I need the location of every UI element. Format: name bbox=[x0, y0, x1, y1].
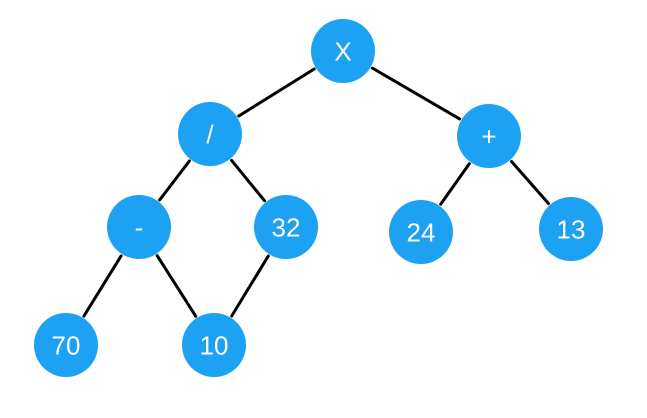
tree-edge-mul-add bbox=[370, 66, 462, 121]
tree-node-div: / bbox=[178, 102, 242, 166]
tree-edge-mul-div bbox=[237, 67, 316, 118]
node-label-sub: - bbox=[135, 212, 144, 242]
tree-edge-add-n13 bbox=[510, 160, 550, 205]
node-label-add: + bbox=[481, 121, 496, 151]
edges-layer bbox=[82, 66, 550, 318]
node-label-n32: 32 bbox=[272, 212, 301, 242]
node-circle-n13 bbox=[539, 197, 603, 261]
node-label-n70: 70 bbox=[52, 330, 81, 360]
nodes-layer: X / + - 32 24 13 70 10 bbox=[34, 19, 603, 377]
tree-node-n70: 70 bbox=[34, 313, 98, 377]
node-circle-n24 bbox=[389, 200, 453, 264]
tree-edge-n32-n10 bbox=[230, 254, 270, 318]
node-circle-sub bbox=[107, 195, 171, 259]
node-label-n10: 10 bbox=[200, 330, 229, 360]
node-label-n24: 24 bbox=[407, 217, 436, 247]
tree-node-n13: 13 bbox=[539, 197, 603, 261]
node-circle-n70 bbox=[34, 313, 98, 377]
tree-node-n24: 24 bbox=[389, 200, 453, 264]
node-label-n13: 13 bbox=[557, 214, 586, 244]
tree-edge-div-sub bbox=[158, 159, 191, 202]
tree-node-mul: X bbox=[311, 19, 375, 83]
node-circle-mul bbox=[311, 19, 375, 83]
tree-edge-sub-n70 bbox=[82, 254, 123, 318]
node-circle-div bbox=[178, 102, 242, 166]
node-circle-add bbox=[457, 104, 521, 168]
node-circle-n10 bbox=[182, 313, 246, 377]
node-label-mul: X bbox=[334, 36, 351, 66]
tree-node-sub: - bbox=[107, 195, 171, 259]
node-circle-n32 bbox=[254, 195, 318, 259]
tree-edge-sub-n10 bbox=[155, 254, 198, 318]
tree-edge-add-n24 bbox=[439, 162, 471, 206]
tree-node-n10: 10 bbox=[182, 313, 246, 377]
tree-node-add: + bbox=[457, 104, 521, 168]
node-label-div: / bbox=[206, 119, 214, 149]
tree-node-n32: 32 bbox=[254, 195, 318, 259]
tree-edge-div-n32 bbox=[230, 158, 266, 203]
